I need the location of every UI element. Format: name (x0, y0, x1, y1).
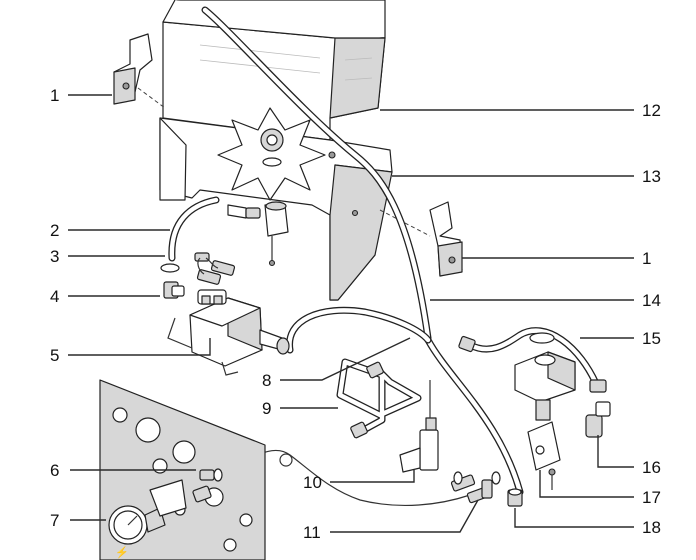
callout-5: 5 (50, 346, 59, 365)
cross-connector (450, 471, 501, 504)
pump-connector-set (194, 252, 236, 285)
callout-3: 3 (50, 247, 59, 266)
pressure-gauge: ⚡ (108, 479, 212, 559)
callout-labels: 1 2 3 4 5 6 7 8 9 10 11 12 13 1 14 15 16… (50, 86, 661, 542)
mount-clip-right (379, 201, 463, 277)
callout-2: 2 (50, 221, 59, 240)
callout-1-left: 1 (50, 86, 59, 105)
callout-17: 17 (642, 488, 661, 507)
callout-1-right: 1 (642, 249, 651, 268)
mount-clip-left (113, 33, 166, 109)
callout-14: 14 (642, 291, 661, 310)
svg-text:⚡: ⚡ (115, 546, 129, 559)
callout-12: 12 (642, 101, 661, 120)
tube-15-valve (466, 327, 602, 392)
t-fitting (399, 380, 439, 473)
gauge-nut (199, 468, 223, 482)
solenoid-valve (514, 332, 576, 490)
elbow-fitting (160, 263, 185, 299)
drain-fitting (507, 488, 523, 507)
tank-valve-assembly (227, 201, 289, 267)
callout-8: 8 (262, 371, 271, 390)
callout-15: 15 (642, 329, 661, 348)
callout-16: 16 (642, 458, 661, 477)
callout-7: 7 (50, 511, 59, 530)
callout-4: 4 (50, 287, 59, 306)
leader-lines (68, 94, 634, 533)
bent-pipe (336, 358, 422, 439)
valve-elbow (585, 401, 611, 438)
tank-holder-bracket (159, 107, 393, 301)
valve-inlet-fitting (458, 335, 607, 393)
tube-2-inlet (168, 196, 220, 262)
callout-6: 6 (50, 461, 59, 480)
callout-11: 11 (303, 523, 321, 542)
callout-9: 9 (262, 399, 271, 418)
tube-14-drain (201, 6, 524, 496)
tube-8-pump-outlet (286, 306, 432, 354)
callout-13: 13 (642, 167, 661, 186)
callout-18: 18 (642, 518, 661, 537)
pump (167, 289, 290, 376)
callout-10: 10 (303, 473, 322, 492)
